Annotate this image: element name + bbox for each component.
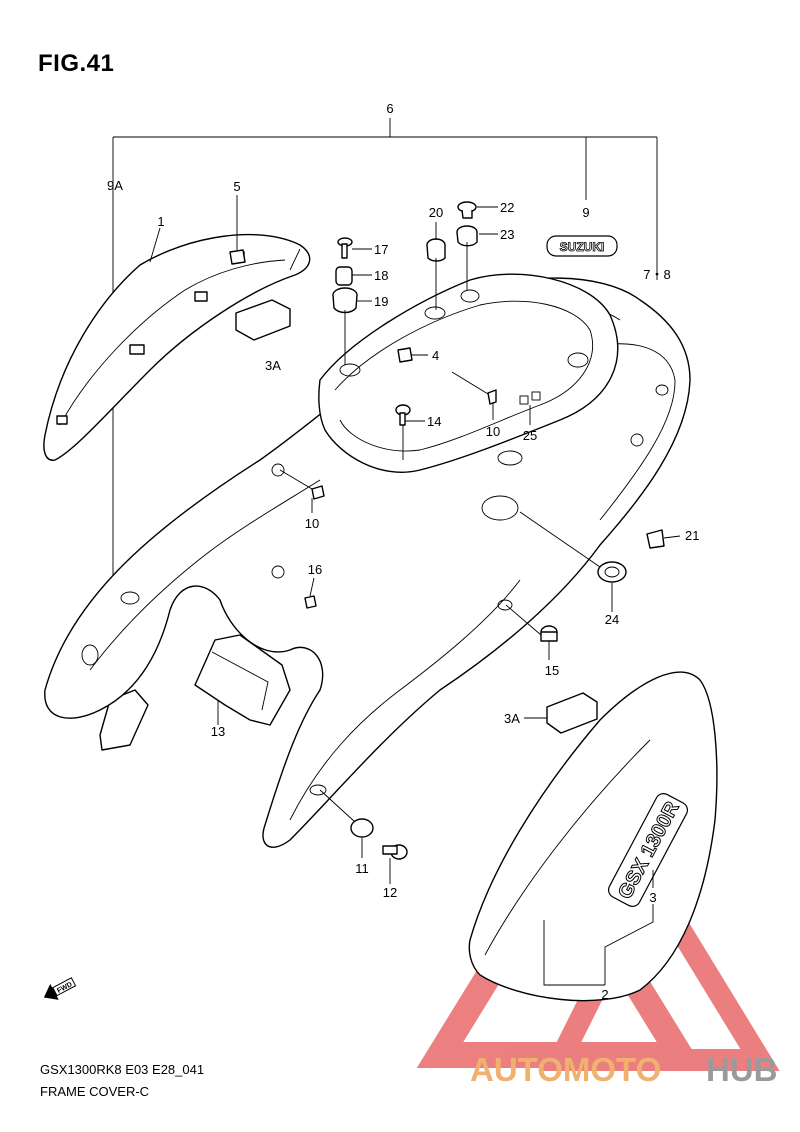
callout-22: 22 <box>500 200 514 215</box>
forward-direction-arrow: FWD <box>43 977 77 1000</box>
side-cover-part-2-3: GSX 1300R <box>468 671 718 1002</box>
fwd-label: FWD <box>56 981 73 995</box>
callout-24: 24 <box>605 612 619 627</box>
fastener-hardware <box>229 201 665 860</box>
callout-11: 11 <box>355 861 369 876</box>
callout-4: 4 <box>432 348 439 363</box>
callout-9: 9 <box>582 205 589 220</box>
callout-9A: 9A <box>107 178 123 193</box>
callout-20: 20 <box>429 205 443 220</box>
callout-16: 16 <box>308 562 322 577</box>
figure-title: FIG.41 <box>38 50 115 77</box>
suzuki-badge-label: SUZUKI <box>560 240 605 254</box>
callout-25: 25 <box>523 428 537 443</box>
callout-21: 21 <box>685 528 699 543</box>
callout-7-8: 7・8 <box>643 267 670 282</box>
watermark-text: AUTOMOTO HUB <box>470 1051 778 1088</box>
callout-14: 14 <box>427 414 441 429</box>
callout-leader-lines <box>149 195 681 986</box>
callout-2: 2 <box>601 987 608 1002</box>
callout-23: 23 <box>500 227 514 242</box>
suzuki-badge-part-9: SUZUKI <box>546 235 618 257</box>
model-code: GSX1300RK8 E03 E28_041 <box>40 1062 205 1077</box>
callout-3: 3 <box>649 890 656 905</box>
callout-10-center: 10 <box>486 424 500 439</box>
watermark-text-part2: HUB <box>706 1051 778 1088</box>
callout-3A-top: 3A <box>265 358 281 373</box>
callout-17: 17 <box>374 242 388 257</box>
callout-18: 18 <box>374 268 388 283</box>
callout-15: 15 <box>545 663 559 678</box>
callout-12: 12 <box>383 885 397 900</box>
callout-6: 6 <box>386 101 393 116</box>
watermark-text-part1: AUTOMOTO <box>470 1051 661 1088</box>
callout-labels: 6 9A 5 1 20 22 23 9 17 18 19 7・8 3A 4 14… <box>107 101 699 1002</box>
callout-3A-bottom: 3A <box>504 711 520 726</box>
frame-cover-left-part-1 <box>43 233 311 461</box>
callout-10-left: 10 <box>305 516 319 531</box>
callout-19: 19 <box>374 294 388 309</box>
bracket-part-13 <box>194 634 291 726</box>
callout-13: 13 <box>211 724 225 739</box>
callout-1: 1 <box>157 214 164 229</box>
section-name: FRAME COVER-C <box>40 1084 150 1099</box>
seat-rail-frame <box>318 273 619 521</box>
trim-piece-9A <box>99 689 149 751</box>
callout-5: 5 <box>233 179 240 194</box>
